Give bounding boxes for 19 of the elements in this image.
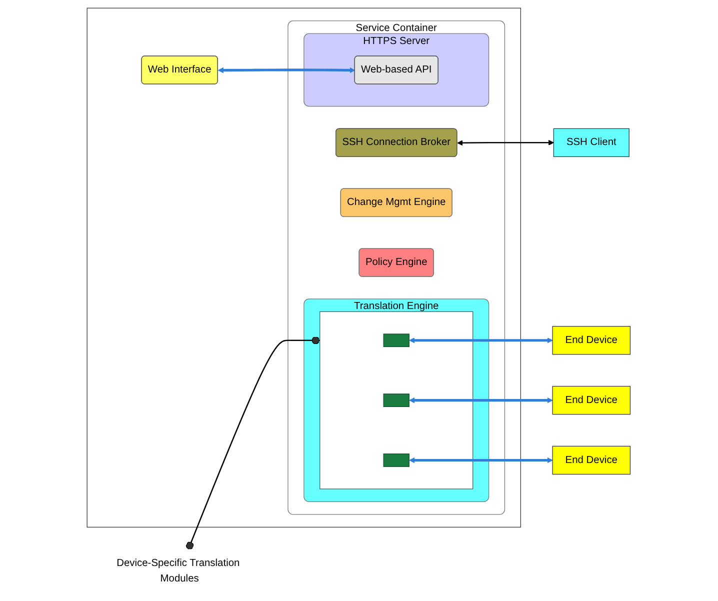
arrow: [409, 457, 554, 464]
node-box: [552, 386, 631, 415]
node-box: [552, 326, 631, 355]
cluster: [87, 8, 522, 528]
cluster: [288, 20, 506, 515]
node-box: [554, 128, 630, 157]
cluster: [304, 33, 490, 107]
arrow: [458, 140, 554, 146]
node-box: [384, 454, 410, 467]
node-box: [552, 446, 631, 475]
cluster: [320, 311, 474, 490]
cluster: [304, 298, 490, 502]
arrow: [409, 338, 554, 344]
node-box: [384, 394, 410, 407]
arrow: [409, 398, 554, 404]
node-text: Device-Specific Translation Modules: [116, 558, 240, 584]
arrow: [218, 67, 356, 74]
node-box: [384, 334, 410, 348]
connector: [186, 336, 320, 550]
